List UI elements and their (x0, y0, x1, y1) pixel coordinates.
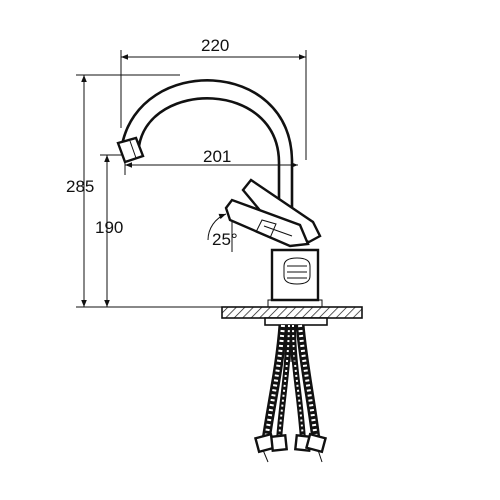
dimension-overall-width: 220 (120, 36, 307, 160)
dimension-overall-height: 285 (66, 74, 232, 308)
spout-height-label: 190 (95, 218, 123, 237)
mixer-body (267, 248, 323, 308)
supply-hoses (261, 324, 321, 441)
dimension-spout-height: 190 (95, 154, 125, 307)
dimension-lever-angle: 25° (207, 213, 238, 252)
spout-reach-label: 201 (203, 147, 231, 166)
hose-fittings (253, 432, 328, 463)
overall-width-label: 220 (201, 36, 229, 55)
lever-angle-label: 25° (212, 230, 238, 249)
lever-handle (224, 178, 322, 248)
countertop (221, 306, 363, 326)
overall-height-label: 285 (66, 177, 94, 196)
dimension-spout-reach: 201 (124, 147, 298, 175)
